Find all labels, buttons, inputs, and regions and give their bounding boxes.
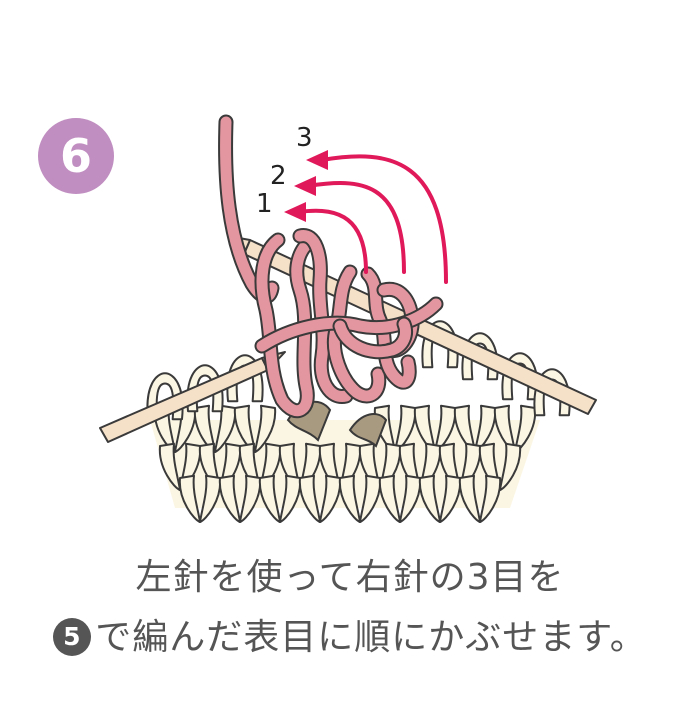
pink-loop-front [334,318,411,358]
pink-stitch-1 [256,234,318,417]
knit-stitch-r2-0 [178,474,222,523]
arrow-1 [296,208,368,274]
cream-fabric [146,320,571,523]
arrow-label-1: 1 [256,189,273,219]
arrow-2-head [294,176,316,196]
arrow-3-head [306,150,328,170]
pass-over-arrows [284,150,448,284]
knit-stitch-r2-7 [458,474,502,523]
knit-stitch-r2-4 [338,474,382,523]
knit-stitch-r2-3 [298,474,342,523]
pink-cross-yarn [256,298,442,352]
step-reference-badge: 5 [53,618,92,656]
knit-stitch-r0-2 [233,404,277,453]
arrow-2 [306,181,406,274]
knit-stitch-r2-6 [418,474,462,523]
pink-stitch-2 [328,266,385,402]
arrow-1-head [284,202,306,222]
knit-stitch-r0-1 [193,404,237,453]
knit-stitch-r2-5 [378,474,422,523]
arrow-label-3: 3 [296,123,313,153]
arrow-label-2: 2 [270,161,287,191]
arrow-3 [320,154,448,284]
knit-stitch-r2-1 [218,474,262,523]
pink-stitches [218,114,444,419]
caption-line-2-text: で編んだ表目に順にかぶせます。 [95,617,647,658]
knit-stitch-r2-2 [258,474,302,523]
caption-line-1: 左針を使って右針の3目を [135,557,565,598]
step-number-badge: 6 [38,118,114,194]
shadow-stitch-right [348,413,388,448]
